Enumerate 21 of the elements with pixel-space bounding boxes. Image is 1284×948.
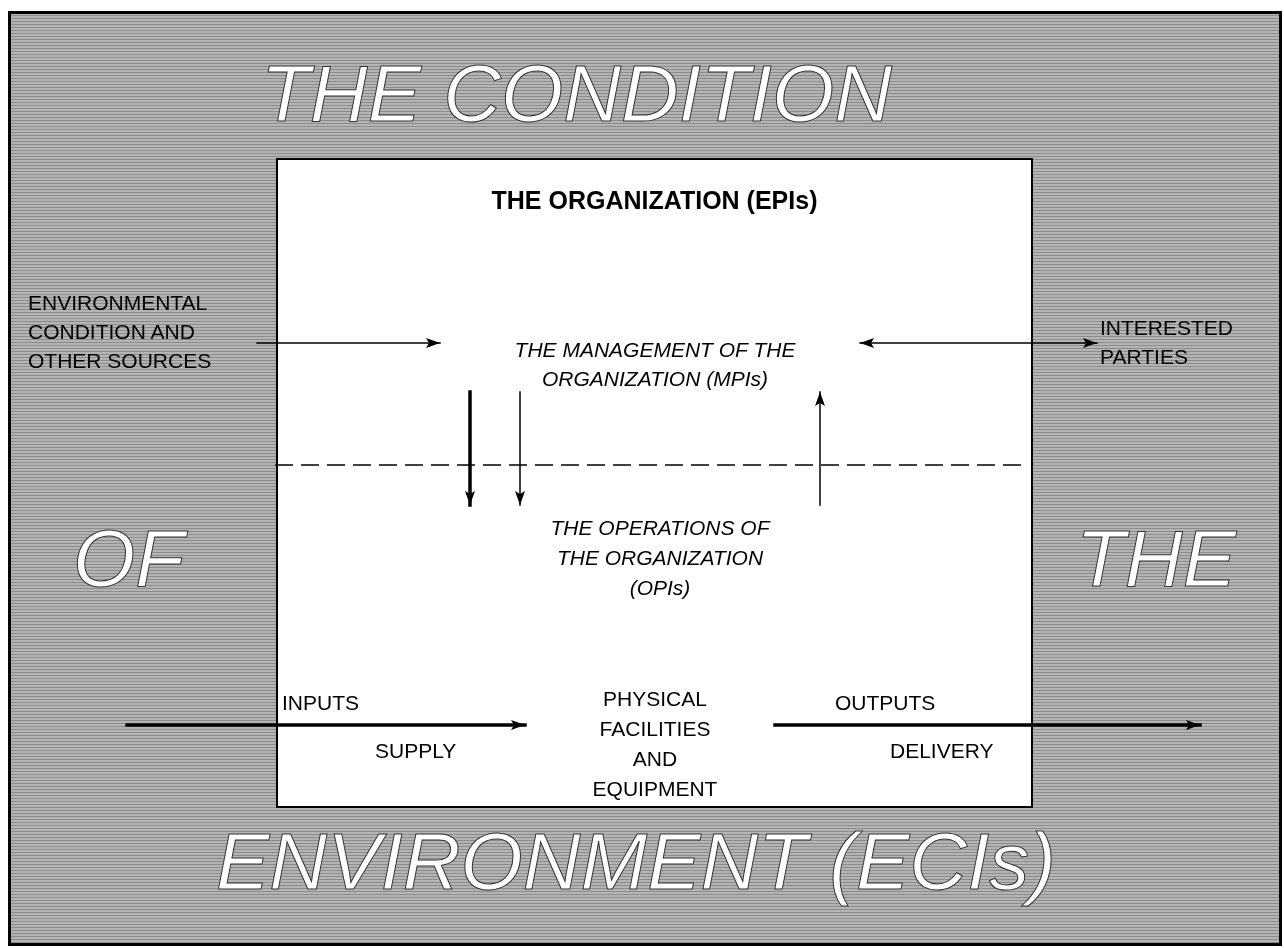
heading-text: THE CONDITION xyxy=(261,54,893,134)
sources-label: ENVIRONMENTAL CONDITION AND OTHER SOURCES xyxy=(28,288,260,408)
arrow xyxy=(465,390,475,507)
interested-parties-label: INTERESTED PARTIES xyxy=(1100,307,1280,377)
title: THE ORGANIZATION (EPIs) xyxy=(490,185,819,216)
arrow xyxy=(256,338,441,348)
annotation-text: DELIVERY xyxy=(890,738,994,764)
facilities-label: PHYSICAL FACILITIES AND EQUIPMENT xyxy=(530,683,780,805)
annotation-text: SUPPLY xyxy=(375,738,457,764)
arrow xyxy=(773,720,1202,730)
arrow xyxy=(515,391,525,506)
arrow xyxy=(859,338,1098,348)
environment-panel xyxy=(8,11,1282,946)
operations-label: THE OPERATIONS OF THE ORGANIZATION (OPIs) xyxy=(445,510,835,605)
arrow xyxy=(125,720,527,730)
organization-box xyxy=(276,158,1033,808)
arrow xyxy=(815,391,825,506)
heading-text: THE xyxy=(1076,519,1236,599)
management-label: THE MANAGEMENT OF THE ORGANIZATION (MPIs) xyxy=(445,330,865,397)
annotation-text: INPUTS xyxy=(282,690,359,716)
annotation-text: OUTPUTS xyxy=(835,690,936,716)
